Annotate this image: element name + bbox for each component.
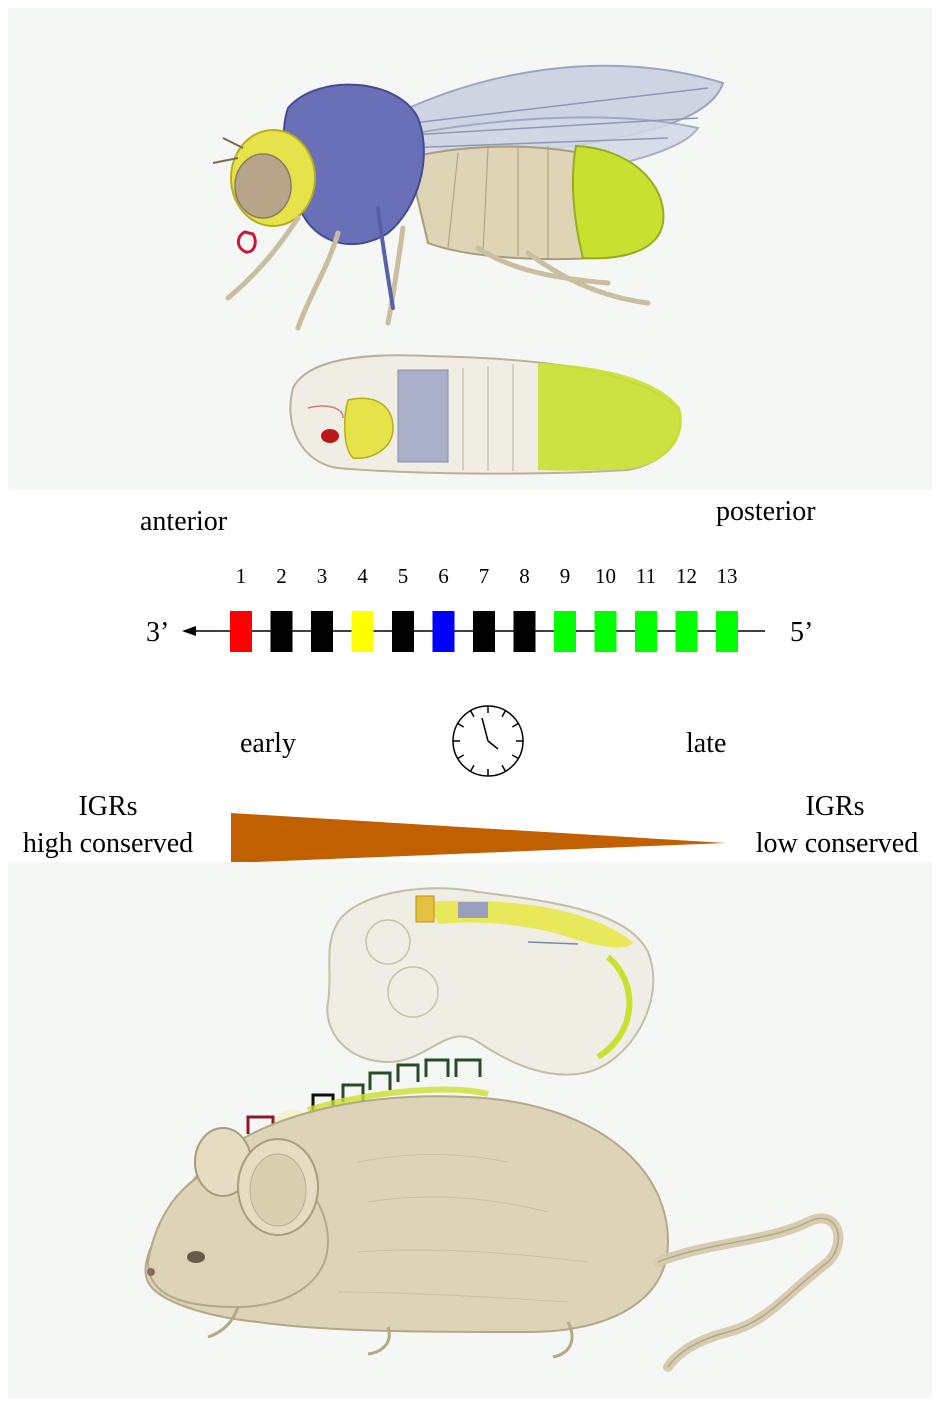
gene-number-7: 7: [464, 566, 504, 587]
anterior-label: anterior: [140, 508, 227, 536]
mouse-embryo-illustration: [327, 888, 653, 1074]
gene-box-10: [595, 611, 617, 652]
mouse-panel: [8, 862, 932, 1398]
gene-number-3: 3: [302, 566, 342, 587]
conservation-wedge: [230, 812, 730, 864]
igrs-right-subtitle: low conserved: [742, 830, 932, 858]
gene-box-11: [635, 611, 657, 652]
igrs-left-subtitle: high conserved: [6, 830, 210, 858]
fly-embryo-illustration: [290, 355, 681, 473]
gene-box-6: [433, 611, 455, 652]
three-prime-label: 3’: [146, 619, 169, 647]
early-label: early: [240, 730, 296, 758]
gene-box-3: [311, 611, 333, 652]
late-label: late: [686, 730, 726, 758]
gene-box-8: [514, 611, 536, 652]
gene-number-13: 13: [707, 566, 747, 587]
gene-number-5: 5: [383, 566, 423, 587]
gene-box-7: [473, 611, 495, 652]
gene-number-10: 10: [586, 566, 626, 587]
gene-number-1: 1: [221, 566, 261, 587]
igrs-right-title: IGRs: [740, 793, 930, 821]
hox-gene-cluster: [180, 605, 780, 655]
gene-number-9: 9: [545, 566, 585, 587]
gene-number-8: 8: [505, 566, 545, 587]
gene-box-5: [392, 611, 414, 652]
gene-number-2: 2: [262, 566, 302, 587]
arrow-head-icon: [182, 626, 196, 636]
fly-illustration: [8, 8, 932, 490]
gene-box-9: [554, 611, 576, 652]
igrs-left-title: IGRs: [10, 793, 206, 821]
gene-box-12: [676, 611, 698, 652]
fly-panel: [8, 8, 932, 490]
clock-icon: [450, 703, 526, 779]
gene-box-4: [352, 611, 374, 652]
mouse-illustration: [8, 862, 932, 1398]
gene-box-1: [230, 611, 252, 652]
gene-number-6: 6: [424, 566, 464, 587]
posterior-label: posterior: [716, 498, 816, 526]
gene-number-12: 12: [667, 566, 707, 587]
five-prime-label: 5’: [790, 619, 813, 647]
gene-number-11: 11: [626, 566, 666, 587]
gene-box-13: [716, 611, 738, 652]
gene-number-4: 4: [343, 566, 383, 587]
gene-box-2: [271, 611, 293, 652]
